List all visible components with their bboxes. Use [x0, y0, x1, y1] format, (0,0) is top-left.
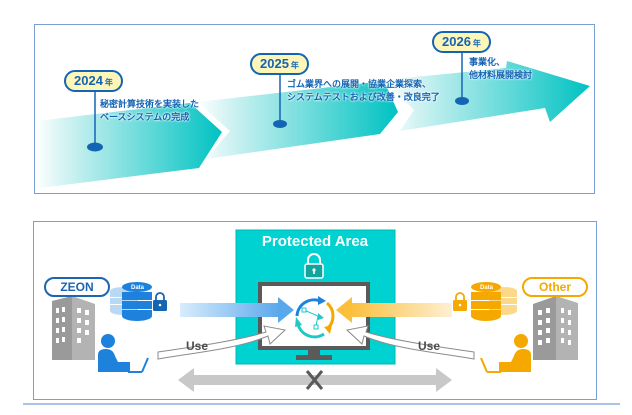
other-label: Other	[522, 277, 588, 297]
year-label: 2026	[442, 34, 471, 49]
blocked-x-icon	[305, 370, 324, 390]
year-suffix: 年	[290, 61, 299, 70]
left-data-flow-arrow	[180, 297, 294, 323]
zeon-user-icon	[98, 334, 149, 373]
milestone-line: 事業化、	[469, 58, 506, 68]
year-suffix: 年	[472, 39, 481, 48]
bottom-divider	[23, 403, 620, 405]
data-label: Data	[480, 285, 494, 291]
milestone-line: 他材料展開検討	[469, 71, 533, 81]
milestone-dot-2026	[455, 97, 469, 105]
milestone-dot-2025	[273, 120, 287, 128]
zeon-label: ZEON	[44, 277, 110, 297]
milestone-text-2026: 事業化、 他材料展開検討	[469, 57, 532, 83]
timeline-arrow-segment-1	[36, 103, 222, 188]
milestone-text-2025: ゴム業界への展開・協業企業探索、 システムテストおよび改善・改良完了	[287, 79, 440, 105]
timeline-arrow-segment-2	[197, 81, 398, 159]
milestone-dot-2024	[87, 142, 103, 152]
milestone-line: 秘密計算技術を実装した	[100, 100, 200, 110]
timeline-arrow-head	[384, 61, 590, 131]
right-use-arrow	[345, 325, 475, 360]
protected-lock-icon	[304, 253, 324, 279]
left-use-arrow	[157, 325, 287, 360]
year-label: 2024	[74, 73, 103, 88]
other-database-icon: Data	[453, 282, 517, 321]
protected-area-title: Protected Area	[261, 233, 369, 250]
milestone-line: ベースシステムの完成	[100, 113, 190, 123]
milestone-text-2024: 秘密計算技術を実装した ベースシステムの完成	[100, 99, 199, 125]
year-label: 2025	[260, 56, 289, 71]
milestone-line: システムテストおよび改善・改良完了	[287, 93, 440, 103]
zeon-building-icon	[52, 296, 95, 360]
use-label-left: Use	[186, 339, 209, 353]
year-suffix: 年	[104, 78, 113, 87]
data-label: Data	[131, 285, 145, 291]
other-building-icon	[533, 296, 578, 360]
milestone-line: ゴム業界への展開・協業企業探索、	[287, 80, 432, 90]
use-label-right: Use	[418, 339, 441, 353]
secure-computation-cycle-icon	[295, 296, 335, 339]
zeon-database-icon: Data	[110, 282, 167, 321]
other-lock-icon	[453, 292, 467, 311]
right-data-flow-arrow	[336, 297, 452, 323]
other-user-icon	[480, 334, 531, 373]
zeon-lock-icon	[153, 292, 167, 311]
